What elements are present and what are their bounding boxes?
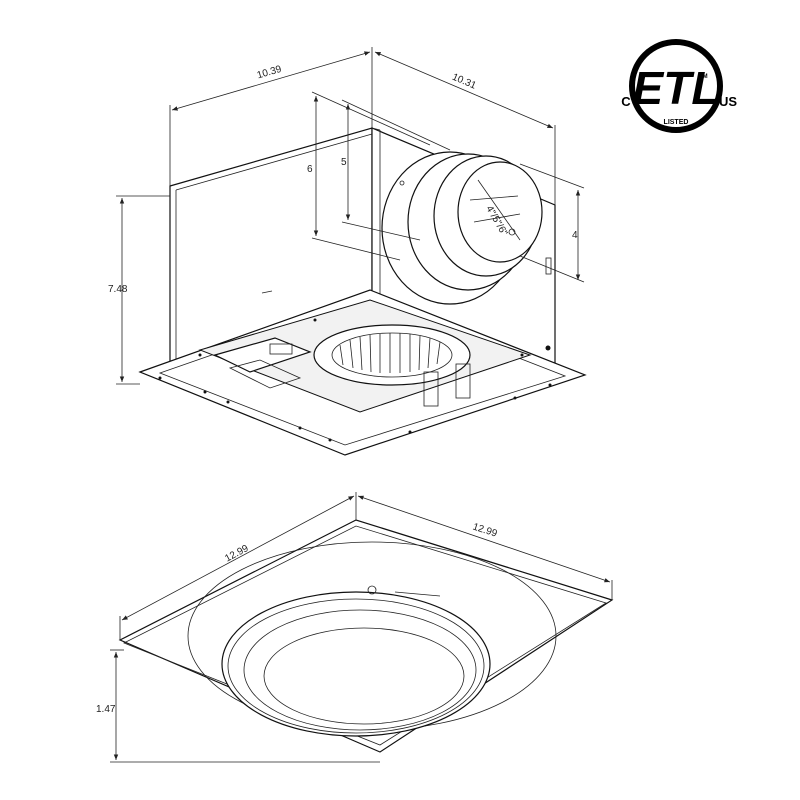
fan-housing: 4"/5"/6": [108, 47, 587, 456]
dim-housing-height-label: 7.48: [108, 284, 128, 295]
logo-cm-text: CM: [698, 74, 707, 80]
dim-duct-dia: 4: [519, 163, 585, 283]
blower-wheel-rim: [313, 324, 471, 386]
fan-grille: 12.99 12.99 1.47: [96, 492, 614, 763]
dim-grille-width-label: 12.99: [223, 543, 251, 565]
dim-housing-height: 7.48: [108, 195, 170, 385]
grille-spring-clip: [367, 585, 377, 595]
logo-c-text: C: [621, 94, 631, 109]
logo-listed-text: LISTED: [664, 119, 689, 126]
dim-grille-height: 1.47: [96, 649, 380, 763]
dim-grille-depth-label: 12.99: [471, 522, 499, 540]
wiring-box: [213, 337, 312, 373]
dim-duct-top: 6: [307, 91, 431, 261]
logo-ring: [629, 39, 723, 133]
dim-grille-height-label: 1.47: [96, 704, 116, 715]
dim-duct-top-label: 6: [307, 164, 313, 175]
etl-listed-logo: ETL C US CM LISTED: [621, 39, 737, 133]
connector: [269, 343, 293, 355]
housing-slot: [545, 257, 552, 275]
mount-bracket-left: [423, 371, 439, 407]
grille-lens-inner: [243, 609, 477, 731]
dim-duct-mid-label: 5: [341, 157, 347, 168]
duct-collar: 4"/5"/6": [381, 151, 543, 305]
logo-etl-text: ETL: [633, 62, 720, 114]
dim-housing-depth-label: 10.31: [450, 72, 478, 92]
mount-bracket-right: [455, 363, 471, 399]
dim-duct-dia-label: 4: [572, 230, 578, 241]
flange-holes: [158, 318, 552, 442]
logo-us-text: US: [719, 94, 737, 109]
dim-housing-depth: 10.31: [374, 51, 556, 205]
blower-blades: [339, 333, 441, 373]
grille-lens-outer: [221, 591, 491, 737]
dim-duct-mid: 5: [341, 99, 451, 241]
